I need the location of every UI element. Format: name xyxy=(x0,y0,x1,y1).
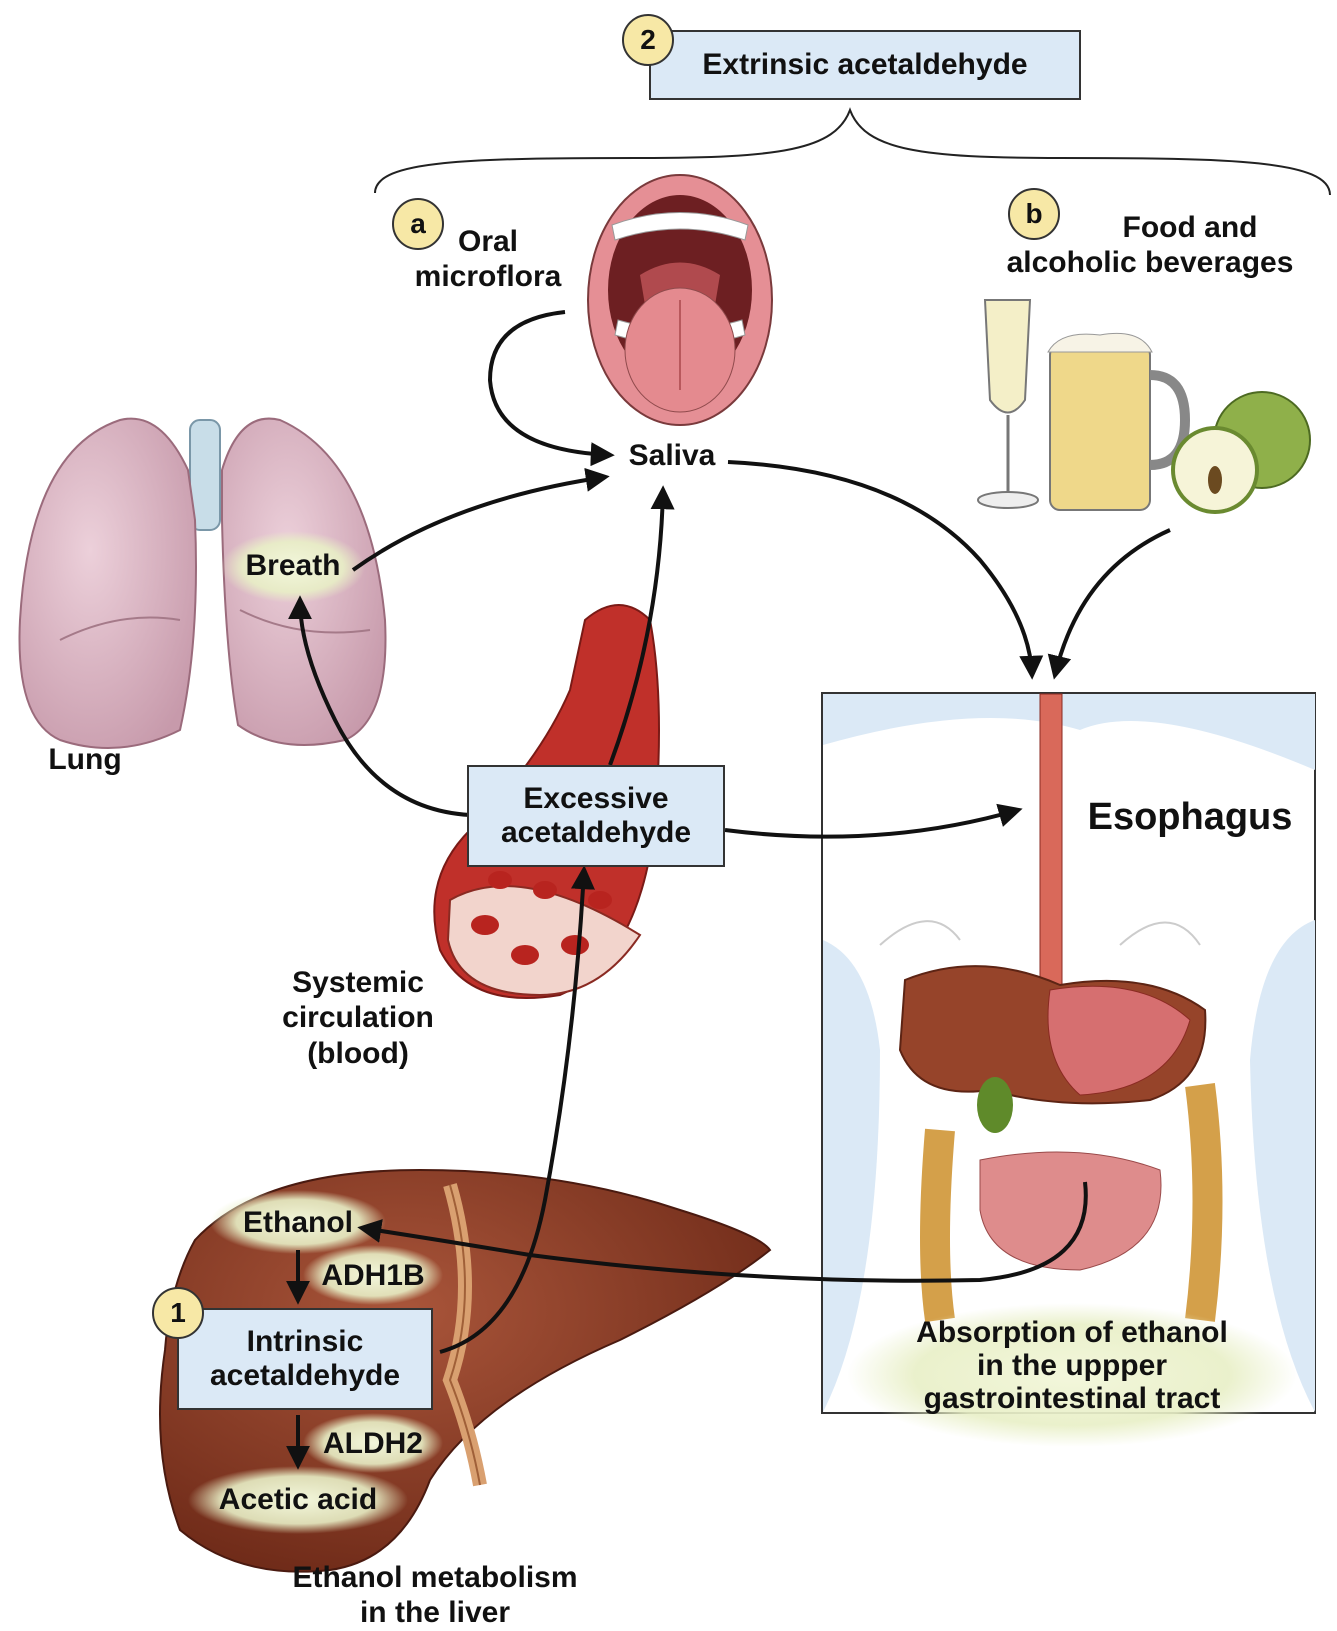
systemic-line1: Systemic xyxy=(258,965,458,1000)
food-beverages-label: Food and alcoholic beverages xyxy=(980,210,1320,281)
arrow-food-to-esophagus xyxy=(1055,530,1170,675)
adh1b-label: ADH1B xyxy=(313,1258,433,1293)
esophagus-label: Esophagus xyxy=(1070,795,1310,840)
excessive-line2: acetaldehyde xyxy=(501,816,691,851)
intrinsic-number-badge: 1 xyxy=(152,1287,204,1339)
oral-microflora-label: Oral microflora xyxy=(398,224,578,295)
arrow-breath-to-saliva xyxy=(353,477,605,570)
liver-caption-line1: Ethanol metabolism xyxy=(270,1560,600,1595)
absorption-line2: in the uppper xyxy=(882,1349,1262,1382)
oral-line2: microflora xyxy=(398,259,578,294)
food-line2: alcoholic beverages xyxy=(980,245,1320,280)
lung-label: Lung xyxy=(30,742,140,777)
beverages-illustration xyxy=(978,300,1310,512)
extrinsic-acetaldehyde-box: Extrinsic acetaldehyde xyxy=(649,30,1081,100)
systemic-line2: circulation xyxy=(258,1000,458,1035)
excessive-acetaldehyde-box: Excessive acetaldehyde xyxy=(467,765,725,867)
extrinsic-acetaldehyde-label: Extrinsic acetaldehyde xyxy=(702,48,1027,83)
absorption-line1: Absorption of ethanol xyxy=(882,1316,1262,1349)
oral-line1: Oral xyxy=(398,224,578,259)
mouth-illustration xyxy=(588,175,772,425)
extrinsic-brace xyxy=(375,110,1330,195)
aldh2-label: ALDH2 xyxy=(313,1426,433,1461)
excessive-line1: Excessive xyxy=(523,782,668,817)
food-line1: Food and xyxy=(980,210,1320,245)
intrinsic-line2: acetaldehyde xyxy=(210,1359,400,1394)
absorption-line3: gastrointestinal tract xyxy=(882,1382,1262,1415)
absorption-label: Absorption of ethanol in the uppper gast… xyxy=(882,1316,1262,1415)
intrinsic-acetaldehyde-box: Intrinsic acetaldehyde xyxy=(177,1308,433,1410)
ethanol-label: Ethanol xyxy=(228,1205,368,1240)
liver-caption-line2: in the liver xyxy=(270,1595,600,1630)
liver-caption: Ethanol metabolism in the liver xyxy=(270,1560,600,1631)
intrinsic-line1: Intrinsic xyxy=(247,1325,364,1360)
systemic-circulation-label: Systemic circulation (blood) xyxy=(258,965,458,1071)
breath-label: Breath xyxy=(228,548,358,583)
systemic-line3: (blood) xyxy=(258,1036,458,1071)
acetic-acid-label: Acetic acid xyxy=(203,1482,393,1517)
saliva-label: Saliva xyxy=(612,438,732,473)
extrinsic-number-badge: 2 xyxy=(622,14,674,66)
